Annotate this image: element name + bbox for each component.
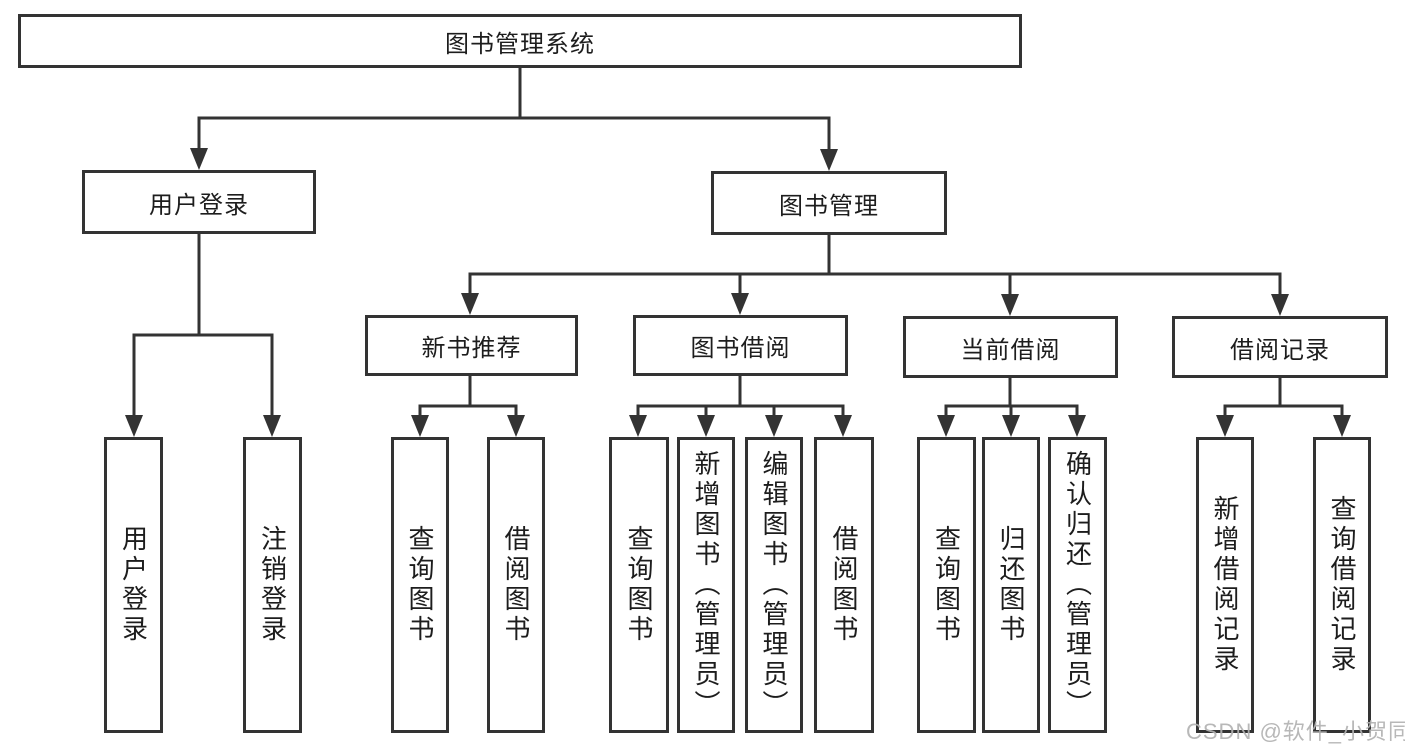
leaf-label: 确认归还（管理员）: [1062, 450, 1093, 720]
leaf-edit-books-admin: 编辑图书（管理员）: [745, 437, 803, 733]
arrow-down: [834, 415, 852, 437]
leaf-label: 归还图书: [996, 525, 1026, 645]
leaf-label: 新增借阅记录: [1210, 495, 1240, 675]
node-label: 用户登录: [149, 191, 249, 219]
node-library-management-system: 图书管理系统: [18, 14, 1022, 68]
leaf-label: 注销登录: [257, 525, 288, 645]
leaf-add-books-admin: 新增图书（管理员）: [677, 437, 735, 733]
leaf-logout: 注销登录: [243, 437, 302, 733]
node-borrowing-records: 借阅记录: [1172, 316, 1388, 378]
node-label: 图书借阅: [690, 335, 791, 362]
leaf-return-books: 归还图书: [982, 437, 1040, 733]
leaf-label: 借阅图书: [829, 525, 859, 645]
arrow-down: [820, 149, 838, 171]
leaf-label: 查询图书: [931, 525, 962, 645]
arrow-down: [731, 293, 749, 315]
arrow-down: [1271, 294, 1289, 316]
leaf-query-books-borrowing: 查询图书: [609, 437, 669, 733]
arrow-down: [263, 415, 281, 437]
arrow-down: [697, 415, 715, 437]
arrow-down: [1002, 415, 1020, 437]
arrow-down: [1001, 294, 1019, 316]
leaf-label: 新增图书（管理员）: [691, 450, 721, 720]
node-current-borrowing: 当前借阅: [903, 316, 1118, 378]
leaf-query-books-recommend: 查询图书: [391, 437, 449, 733]
node-label: 当前借阅: [960, 336, 1061, 364]
leaf-label: 查询图书: [624, 525, 654, 645]
connector-current-borrowing-to-leaves: [944, 376, 1079, 418]
leaf-add-borrow-record: 新增借阅记录: [1196, 437, 1254, 733]
arrow-down: [461, 293, 479, 315]
leaf-label: 用户登录: [118, 525, 149, 645]
csdn-watermark: CSDN @软件_小贺同学: [1186, 719, 1405, 744]
leaf-query-borrow-record: 查询借阅记录: [1313, 437, 1371, 733]
arrow-down: [507, 415, 525, 437]
node-new-book-recommendation: 新书推荐: [365, 315, 578, 376]
leaf-query-books-current: 查询图书: [917, 437, 976, 733]
arrow-down: [629, 415, 647, 437]
node-label: 新书推荐: [421, 335, 522, 362]
arrow-down: [190, 148, 208, 170]
leaf-label: 查询借阅记录: [1327, 495, 1357, 675]
leaf-label: 借阅图书: [501, 525, 531, 645]
arrow-down: [411, 415, 429, 437]
connector-borrowing-records-to-leaves: [1223, 376, 1344, 418]
node-book-management: 图书管理: [711, 171, 947, 235]
arrow-down: [1333, 415, 1351, 437]
arrow-down: [125, 415, 143, 437]
leaf-label: 编辑图书（管理员）: [759, 450, 789, 720]
connector-book-management-to-level3: [468, 233, 1282, 297]
arrow-down: [765, 415, 783, 437]
arrow-down: [937, 415, 955, 437]
connector-root-to-level2: [197, 66, 831, 153]
leaf-confirm-return-admin: 确认归还（管理员）: [1048, 437, 1107, 733]
arrow-down: [1216, 415, 1234, 437]
node-user-login: 用户登录: [82, 170, 316, 234]
node-book-borrowing: 图书借阅: [633, 315, 848, 376]
connector-new-book-to-leaves: [418, 374, 518, 418]
node-label: 图书管理系统: [445, 30, 595, 58]
leaf-label: 查询图书: [405, 525, 435, 645]
node-label: 借阅记录: [1230, 336, 1330, 364]
leaf-borrow-books-borrowing: 借阅图书: [814, 437, 874, 733]
arrow-down: [1068, 415, 1086, 437]
connector-book-borrowing-to-leaves: [636, 374, 845, 418]
leaf-user-login: 用户登录: [104, 437, 163, 733]
node-label: 图书管理: [779, 192, 879, 220]
connector-user-login-to-leaves: [132, 232, 274, 418]
leaf-borrow-books-recommend: 借阅图书: [487, 437, 545, 733]
